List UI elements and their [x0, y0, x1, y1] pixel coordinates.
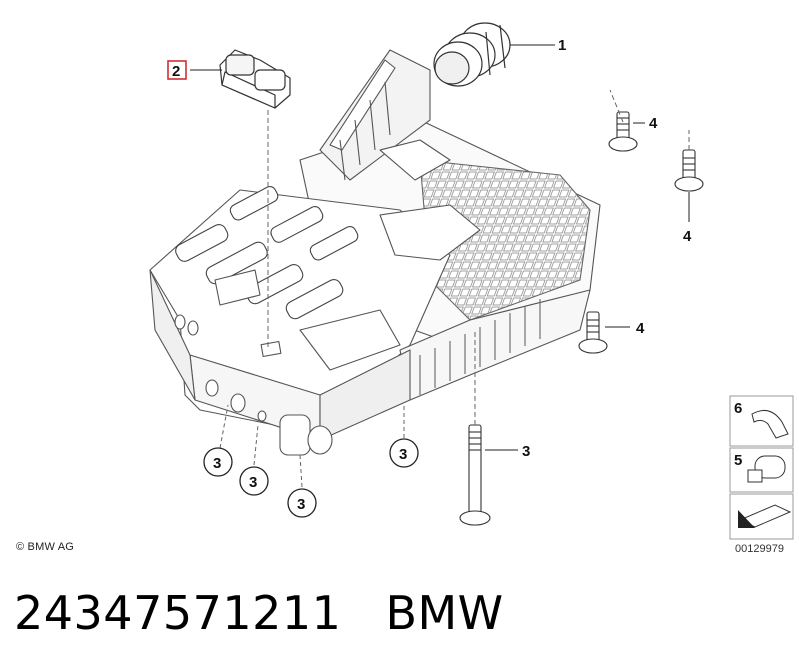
bolt-4-top — [608, 111, 638, 152]
parts-diagram: 1 2 3 3 3 3 3 4 4 4 6 5 — [149, 22, 794, 540]
svg-text:3: 3 — [399, 446, 407, 463]
caption: 24347571211 BMW — [14, 586, 504, 640]
legend-box-6: 6 — [729, 395, 794, 447]
svg-text:3: 3 — [297, 496, 305, 513]
bolt-4-right — [674, 149, 704, 192]
part-1-sleeve — [433, 22, 511, 87]
leader-lines — [190, 44, 690, 488]
bolt-4-mid — [578, 311, 608, 354]
svg-text:4: 4 — [649, 115, 658, 132]
svg-text:1: 1 — [558, 37, 566, 54]
svg-text:3: 3 — [249, 474, 257, 491]
svg-text:6: 6 — [734, 400, 742, 417]
svg-text:4: 4 — [636, 320, 645, 337]
svg-text:3: 3 — [213, 455, 221, 472]
svg-text:3: 3 — [522, 443, 530, 460]
document-number: 00129979 — [735, 543, 784, 555]
valve-body-assembly — [149, 49, 601, 456]
callout-3-long-bolt: 3 — [522, 443, 530, 460]
callout-1: 1 — [558, 37, 566, 54]
copyright-text: © BMW AG — [16, 541, 74, 553]
callout-4-top: 4 — [649, 115, 658, 132]
callout-2-highlighted: 2 — [167, 60, 187, 80]
callout-4-mid: 4 — [636, 320, 645, 337]
callout-3-circled-c: 3 — [287, 488, 317, 518]
part-number: 24347571211 — [14, 586, 342, 640]
callout-3-circled-d: 3 — [389, 438, 419, 468]
long-bolt-3 — [459, 424, 491, 526]
svg-text:2: 2 — [172, 63, 180, 80]
brand-name: BMW — [385, 586, 504, 640]
callout-3-circled-b: 3 — [239, 466, 269, 496]
callout-3-circled-a: 3 — [203, 447, 233, 477]
svg-text:5: 5 — [734, 452, 742, 469]
part-2-cap — [219, 49, 291, 109]
legend-box-5: 5 — [729, 447, 794, 493]
legend-box-arrow — [729, 493, 794, 540]
callout-4-right: 4 — [683, 228, 692, 245]
svg-text:4: 4 — [683, 228, 692, 245]
